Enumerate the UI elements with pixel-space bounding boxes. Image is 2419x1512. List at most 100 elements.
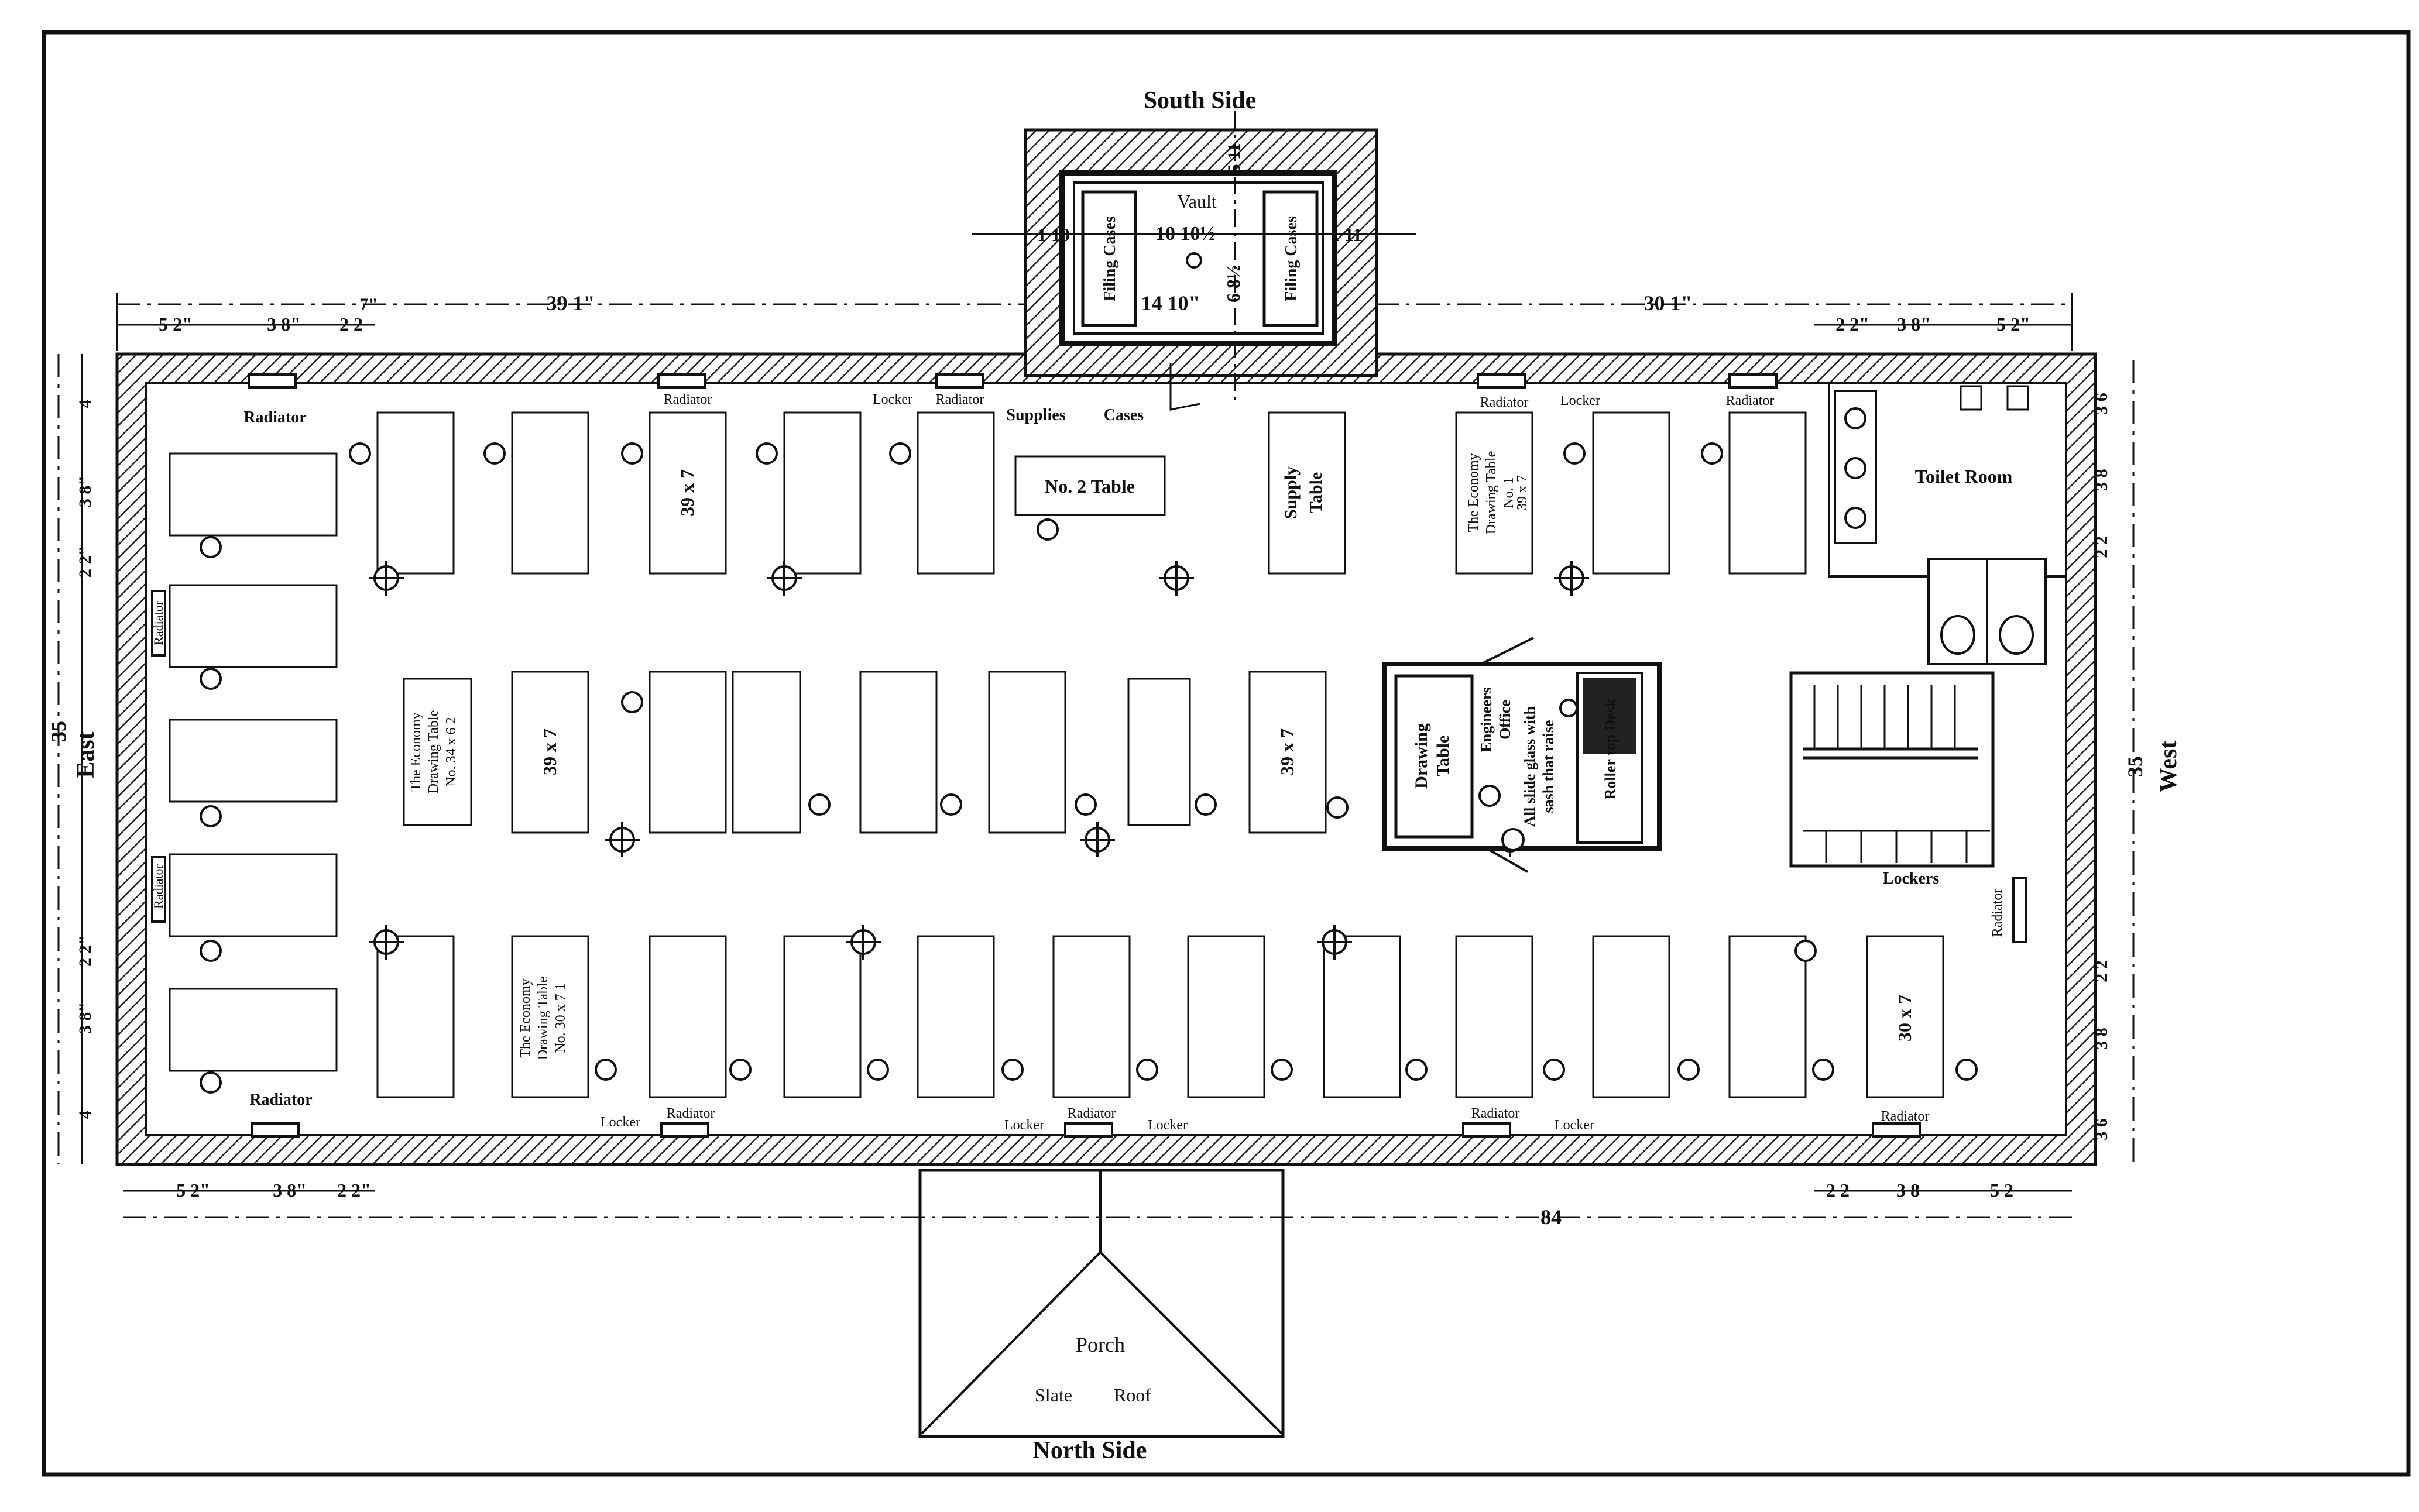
dim-east-5: 3 8" (76, 1002, 95, 1034)
dim-vault-6-8: 6 8½ (1223, 265, 1244, 303)
economy-top-3: No. 1 (1501, 477, 1516, 508)
west-side-dimensions: 3 6 3 8 2 2 2 2 3 8 3 6 (2092, 393, 2111, 1140)
stools (200, 442, 1978, 1094)
toilet-room-label: Toilet Room (1915, 466, 2013, 487)
dim-top-3-8-left: 3 8" (267, 314, 301, 335)
stairs (1789, 671, 1995, 868)
vault (972, 111, 1416, 411)
lockers-label: Lockers (1883, 870, 1940, 888)
economy-bottom-3: No. 30 x 7 1 (553, 983, 568, 1053)
dim-west-3: 2 2 (2092, 536, 2111, 558)
radiator-label-nw: Radiator (243, 408, 306, 427)
dim-top-5-2-right: 5 2" (1996, 314, 2030, 335)
drawing-table-office-1: Drawing (1412, 723, 1431, 789)
dim-bottom-2-2-right: 2 2 (1826, 1180, 1850, 1201)
locker-label-bottom-1: Locker (601, 1115, 640, 1130)
dim-west-1: 3 6 (2092, 393, 2111, 415)
tables-middle-row (403, 671, 1327, 834)
economy-table-top-label: The Economy Drawing Table No. 1 39 x 7 (1466, 451, 1530, 535)
cases-label: Cases (1104, 406, 1144, 424)
economy-bottom-2: Drawing Table (536, 977, 551, 1060)
dim-bottom-5-2-right: 5 2 (1990, 1180, 2013, 1201)
table-39x7-mid-left: 39 x 7 (539, 728, 560, 775)
dim-top-7: 7" (359, 295, 378, 314)
dim-east-4: 2 2" (76, 935, 95, 967)
dim-top-2-2-left: 2 2 (339, 314, 363, 335)
dim-vault-10-10: 10 10½ (1155, 223, 1215, 245)
no2-table-label: No. 2 Table (1045, 476, 1135, 497)
economy-top-1: The Economy (1466, 453, 1481, 532)
dim-top-5-2-left: 5 2" (159, 314, 193, 335)
locker-label-bottom-3: Locker (1148, 1118, 1188, 1133)
dim-east-3: 2 2" (76, 546, 95, 578)
porch-roof-line-2: Roof (1114, 1384, 1151, 1406)
radiator-label-top-1: Radiator (664, 392, 712, 407)
economy-top-4: 39 x 7 (1515, 475, 1530, 510)
office-label-4: sash that raise (1540, 720, 1557, 813)
locker-label-top-2: Locker (1560, 393, 1600, 408)
radiator-label-bottom-3: Radiator (1471, 1106, 1520, 1121)
dim-west-4: 2 2 (2092, 960, 2111, 982)
locker-label-bottom-4: Locker (1555, 1118, 1594, 1133)
supplies-label: Supplies (1006, 406, 1065, 424)
office-label-3: All slide glass with (1521, 706, 1538, 827)
locker-label-bottom-2: Locker (1004, 1118, 1044, 1133)
supply-table-line-1: Supply (1281, 466, 1301, 519)
filing-cases-left: Filing Cases (1101, 216, 1119, 301)
dim-vault-5-11: 5 11 (1224, 143, 1244, 173)
table-39x7-top: 39 x 7 (677, 469, 698, 516)
office-label-2: Office (1497, 700, 1514, 740)
porch-roof-line-1: Slate (1035, 1384, 1072, 1406)
dim-east-1: 4 (76, 400, 95, 408)
dim-east-6: 4 (76, 1111, 95, 1119)
radiator-label-bottom-4: Radiator (1881, 1109, 1930, 1124)
drawing-table-office-2: Table (1433, 736, 1453, 777)
radiator-label-bottom-2: Radiator (1068, 1106, 1116, 1121)
radiator-label-east-1: Radiator (151, 600, 166, 645)
dim-west-5: 3 8 (2092, 1028, 2111, 1050)
dim-west-6: 3 6 (2092, 1118, 2111, 1140)
radiator-label-sw: Radiator (249, 1091, 312, 1109)
filing-cases-right: Filing Cases (1282, 216, 1301, 301)
toilet-room (1828, 382, 2067, 665)
dim-west-35: 35 (2123, 756, 2147, 777)
drawing-border (42, 30, 2411, 1477)
dim-bottom-2-2-left: 2 2" (337, 1180, 371, 1201)
office-label-1: Engineers (1478, 687, 1495, 752)
dim-west-2: 3 8 (2092, 469, 2111, 491)
tables-top-row (376, 411, 1807, 575)
locker-label-top-1: Locker (873, 392, 912, 407)
dim-vault-1-11: 1 11 (1330, 224, 1362, 245)
dim-bottom-3-8-left: 3 8" (273, 1180, 307, 1201)
south-side-label: South Side (1144, 87, 1257, 114)
porch (918, 1169, 1285, 1438)
porch-label: Porch (1076, 1333, 1125, 1356)
wall-labels: Radiator Radiator Radiator Locker Radiat… (151, 392, 2005, 1133)
economy-table-bottom-label: The Economy Drawing Table No. 30 x 7 1 (518, 977, 568, 1060)
east-wall-tables (169, 452, 338, 1072)
west-side-label: West (2155, 741, 2182, 793)
radiator-label-west: Radiator (1990, 889, 2005, 937)
radiator-label-top-2: Radiator (936, 392, 984, 407)
radiator-label-east-2: Radiator (151, 864, 166, 908)
table-30x7: 30 x 7 (1894, 995, 1915, 1042)
tables-bottom-row (376, 935, 1944, 1098)
engineers-office (1382, 637, 1662, 873)
dim-east-35: 35 (47, 721, 70, 742)
dim-top-3-8-right: 3 8" (1897, 314, 1931, 335)
dim-bottom-5-2-left: 5 2" (176, 1180, 210, 1201)
economy-mid-2: Drawing Table (426, 710, 441, 794)
east-side-label: East (73, 731, 99, 778)
dim-vault-14-10: 14 10" (1141, 291, 1200, 315)
dim-top-2-2-right: 2 2" (1835, 314, 1869, 335)
economy-table-mid-label: The Economy Drawing Table No. 34 x 6 2 (409, 710, 459, 794)
table-39x7-mid-right: 39 x 7 (1277, 728, 1298, 775)
economy-top-2: Drawing Table (1484, 451, 1499, 535)
supply-table-line-2: Table (1306, 472, 1326, 514)
dim-vault-1-10: 1 10 (1037, 224, 1070, 245)
economy-mid-3: No. 34 x 6 2 (444, 717, 459, 786)
economy-bottom-1: The Economy (518, 978, 533, 1057)
dim-bottom-3-8-right: 3 8 (1896, 1180, 1920, 1201)
radiators (151, 373, 2027, 1138)
